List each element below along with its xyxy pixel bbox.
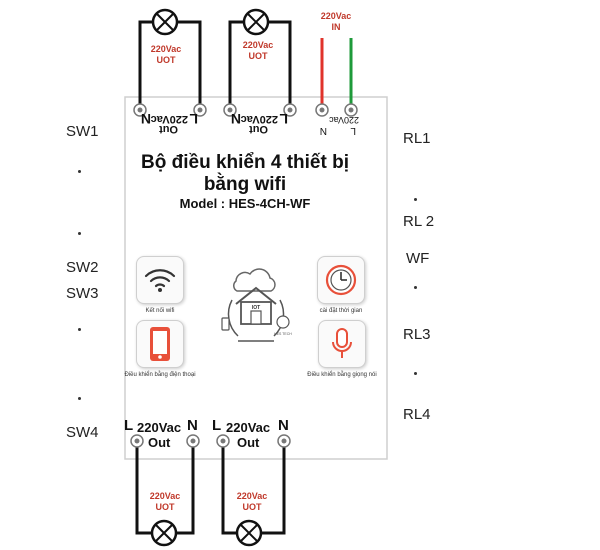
label-sw3: SW3 bbox=[66, 285, 99, 302]
clock-icon bbox=[317, 256, 365, 304]
power-in-voltage: 220Vac bbox=[321, 11, 352, 21]
wifi-icon bbox=[136, 256, 184, 304]
top-terminal-group-2: L 220Vac Out N bbox=[231, 111, 288, 135]
terminal-l: L bbox=[189, 111, 198, 127]
label-rl4: RL4 bbox=[403, 406, 431, 423]
bottom-lamp-1-voltage: 220Vac bbox=[150, 491, 181, 501]
terminal-l: L bbox=[350, 125, 356, 136]
label-rl3: RL3 bbox=[403, 326, 431, 343]
house-icon bbox=[235, 286, 277, 305]
top-lamp-2 bbox=[228, 8, 292, 108]
top-terminal-screws bbox=[133, 103, 358, 117]
label-sw2: SW2 bbox=[66, 259, 99, 276]
terminal-out: Out bbox=[237, 435, 260, 450]
feature-timer-label: cài đặt thời gian bbox=[319, 308, 363, 314]
pin-dot bbox=[414, 372, 417, 375]
feature-phone-label: Điều khiển bằng điện thoại bbox=[124, 372, 196, 378]
pin-dot bbox=[414, 198, 417, 201]
label-wf: WF bbox=[406, 250, 430, 267]
terminal-out: Out bbox=[159, 123, 178, 135]
top-lamp-1 bbox=[138, 8, 202, 108]
feature-timer: cài đặt thời gian bbox=[310, 256, 372, 314]
device-model: Model : HES-4CH-WF bbox=[179, 196, 311, 211]
top-terminal-group-1: L 220Vac Out N bbox=[141, 111, 198, 135]
cloud-icon bbox=[233, 268, 276, 292]
label-sw1: SW1 bbox=[66, 123, 99, 140]
microphone-icon bbox=[318, 320, 366, 368]
power-in-label: IN bbox=[332, 22, 341, 32]
terminal-out: Out bbox=[148, 435, 171, 450]
terminal-n: N bbox=[141, 111, 151, 127]
feature-phone: Điều khiển bằng điện thoại bbox=[118, 320, 202, 378]
terminal-out: Out bbox=[249, 123, 268, 135]
pin-dot bbox=[414, 286, 417, 289]
top-lamp-1-voltage: 220Vac bbox=[151, 44, 182, 54]
hes-logo: IOT HES TECH bbox=[221, 268, 292, 342]
top-lamp-2-voltage: 220Vac bbox=[243, 40, 274, 50]
remote-icon bbox=[221, 317, 230, 331]
top-terminal-group-power: L N 220Vac bbox=[320, 115, 359, 136]
feature-wifi-label: Kết nối wifi bbox=[145, 308, 175, 314]
terminal-n: N bbox=[278, 417, 289, 434]
top-lamp-1-label: UOT bbox=[157, 55, 177, 65]
hes-tech-label: HES TECH bbox=[274, 332, 292, 336]
device-title-line-2: bằng wifi bbox=[203, 174, 287, 195]
feature-voice: Điều khiển bằng giọng nói bbox=[300, 320, 384, 378]
bottom-lamp-1-label: UOT bbox=[156, 502, 176, 512]
pin-dot bbox=[78, 397, 81, 400]
bottom-terminal-group-1: L 220Vac Out N bbox=[124, 417, 198, 450]
feature-wifi: Kết nối wifi bbox=[130, 256, 190, 314]
terminal-n: N bbox=[187, 417, 198, 434]
terminal-voltage: 220Vac bbox=[137, 420, 181, 435]
pin-dot bbox=[78, 170, 81, 173]
bottom-lamp-1 bbox=[135, 447, 195, 547]
bottom-lamp-2 bbox=[221, 447, 286, 547]
smartphone-icon bbox=[136, 320, 184, 368]
terminal-voltage: 220Vac bbox=[329, 115, 359, 125]
pin-dot bbox=[78, 328, 81, 331]
bottom-terminal-group-2: L 220Vac Out N bbox=[212, 417, 289, 450]
bottom-lamp-2-label: UOT bbox=[243, 502, 263, 512]
feature-voice-label: Điều khiển bằng giọng nói bbox=[307, 372, 377, 378]
bottom-lamp-2-voltage: 220Vac bbox=[237, 491, 268, 501]
label-rl1: RL1 bbox=[403, 130, 431, 147]
terminal-voltage: 220Vac bbox=[151, 113, 188, 125]
top-lamp-2-label: UOT bbox=[249, 51, 269, 61]
terminal-l: L bbox=[279, 111, 288, 127]
label-rl2: RL 2 bbox=[403, 213, 435, 230]
device-title-line-1: Bộ điều khiển 4 thiết bị bbox=[141, 152, 349, 173]
terminal-n: N bbox=[231, 111, 241, 127]
terminal-l: L bbox=[212, 417, 221, 434]
terminal-n: N bbox=[320, 125, 327, 136]
pin-dot bbox=[78, 232, 81, 235]
bottom-terminal-screws bbox=[130, 434, 291, 448]
terminal-l: L bbox=[124, 417, 133, 434]
terminal-voltage: 220Vac bbox=[226, 420, 270, 435]
svg-text:IOT: IOT bbox=[252, 305, 260, 311]
terminal-voltage: 220Vac bbox=[241, 113, 278, 125]
hes-tech-badge-icon bbox=[276, 315, 290, 329]
label-sw4: SW4 bbox=[66, 424, 99, 441]
